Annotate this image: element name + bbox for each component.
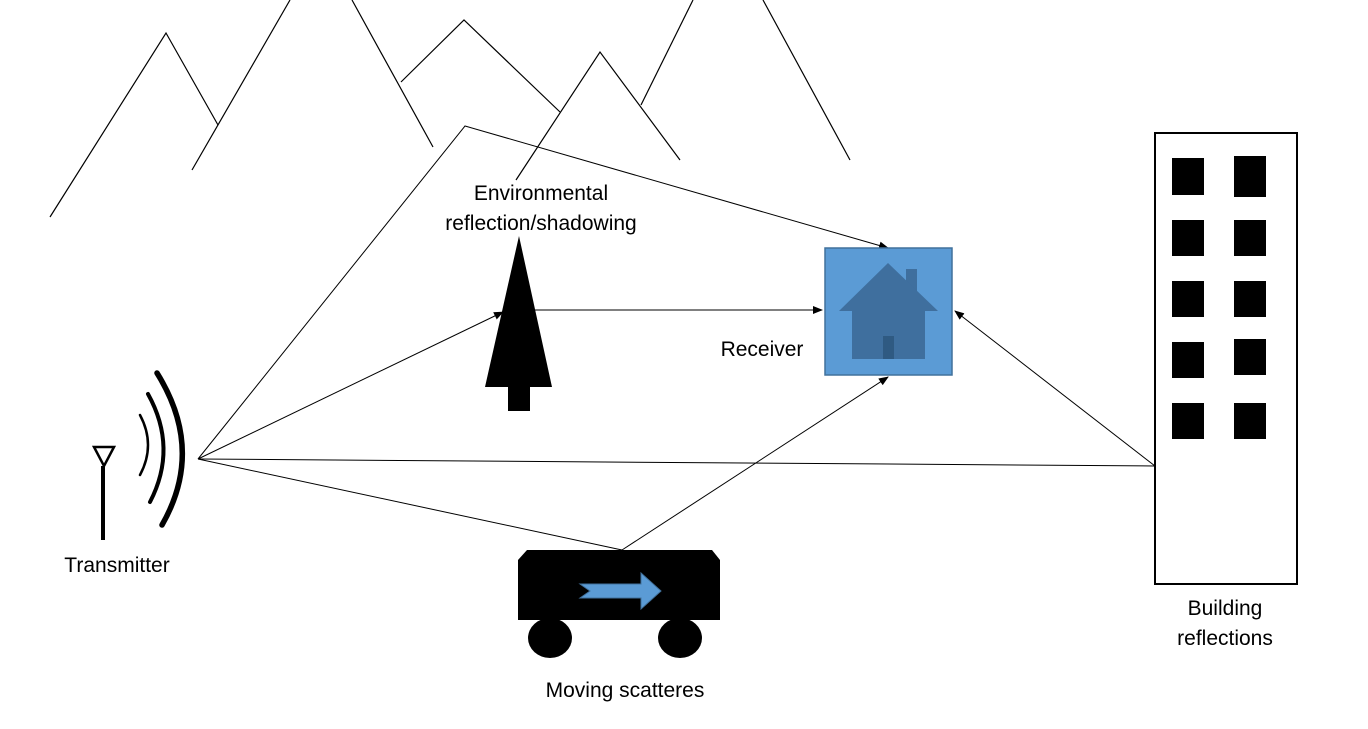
tree-icon — [485, 236, 552, 411]
right-arrow-icon — [578, 571, 662, 611]
path-to-tree — [197, 311, 504, 460]
environmental-label-line2: reflection/shadowing — [445, 212, 636, 235]
moving-scatterers-label: Moving scatteres — [546, 679, 705, 702]
building-label-line2: reflections — [1177, 627, 1273, 650]
path-to-vehicle — [197, 458, 623, 551]
mountain-range-icon — [49, 0, 851, 218]
environmental-label-line1: Environmental — [474, 182, 608, 205]
house-icon — [839, 263, 938, 359]
path-mountain-reflection — [197, 125, 889, 460]
path-to-building — [197, 458, 1156, 467]
path-building-to-receiver — [954, 310, 1156, 467]
building-label-line1: Building — [1188, 597, 1263, 620]
signal-waves-icon — [138, 370, 186, 528]
receiver-label: Receiver — [721, 338, 804, 361]
signal-paths — [197, 125, 1156, 551]
building-windows — [1172, 156, 1266, 439]
vehicle-icon — [518, 550, 720, 658]
building-icon — [1154, 132, 1298, 585]
receiver-house — [824, 247, 953, 376]
transmitter-label: Transmitter — [64, 554, 169, 577]
antenna-icon — [91, 445, 117, 540]
